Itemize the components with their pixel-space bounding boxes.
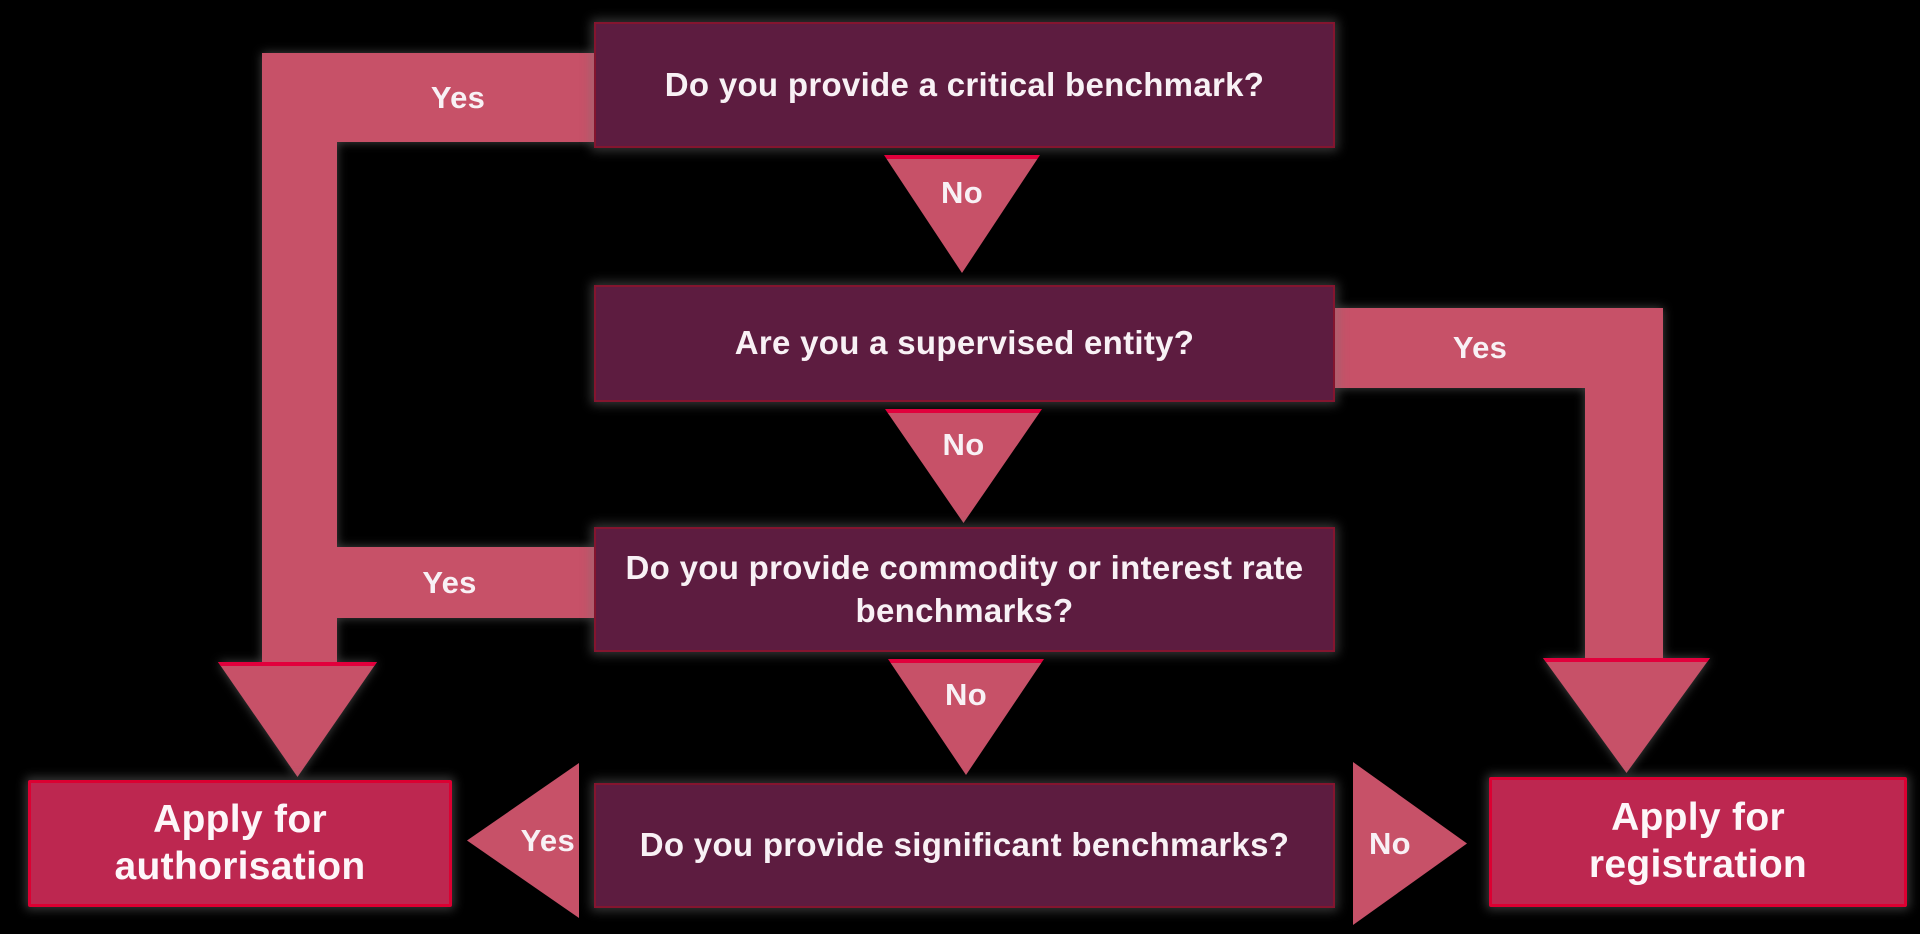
node-action-apply-for-authorisation: Apply for authorisation — [28, 780, 452, 907]
node-question-commodity-interest-rate-label: Do you provide commodity or interest rat… — [625, 549, 1304, 629]
edge-q1-no-label: No — [941, 175, 983, 210]
edge-q1-yes-segment-horizontal: Yes — [262, 53, 594, 142]
edge-q4-yes-label: Yes — [520, 822, 575, 858]
node-question-supervised-entity: Are you a supervised entity? — [594, 285, 1335, 402]
edge-q4-no-label: No — [1369, 825, 1411, 861]
edge-q2-yes-segment-vertical — [1585, 308, 1663, 658]
edge-q1-yes-segment-vertical — [262, 53, 337, 662]
node-question-critical-benchmark: Do you provide a critical benchmark? — [594, 22, 1335, 148]
node-action-apply-for-authorisation-label: Apply for authorisation — [114, 797, 366, 888]
edge-q4-yes-arrowhead-icon: Yes — [467, 763, 579, 918]
node-question-significant-benchmarks-label: Do you provide significant benchmarks? — [639, 826, 1290, 864]
edge-q2-yes-segment-horizontal: Yes — [1335, 308, 1663, 388]
node-question-supervised-entity-label: Are you a supervised entity? — [734, 324, 1195, 362]
edge-q2-yes-label: Yes — [1452, 330, 1508, 365]
edge-q2-no-label: No — [942, 427, 985, 462]
edge-q3-no-label: No — [945, 677, 987, 712]
node-question-critical-benchmark-label: Do you provide a critical benchmark? — [664, 65, 1265, 103]
node-action-apply-for-registration: Apply for registration — [1489, 777, 1907, 907]
edge-q1-yes-label: Yes — [430, 79, 486, 115]
edge-q3-yes-segment-horizontal: Yes — [337, 547, 594, 618]
node-question-significant-benchmarks: Do you provide significant benchmarks? — [594, 783, 1335, 908]
edge-q3-yes-label: Yes — [422, 564, 477, 600]
edge-q1-yes-arrowhead-icon — [218, 662, 377, 777]
node-action-apply-for-registration-label: Apply for registration — [1588, 796, 1808, 886]
node-question-commodity-interest-rate: Do you provide commodity or interest rat… — [594, 527, 1335, 652]
edge-q4-no-arrowhead-icon: No — [1353, 762, 1467, 925]
edge-q2-no-arrowhead-icon: No — [885, 409, 1042, 523]
edge-q3-no-arrowhead-icon: No — [888, 659, 1044, 775]
edge-q2-yes-arrowhead-icon — [1543, 658, 1710, 773]
edge-q1-no-arrowhead-icon: No — [884, 155, 1040, 273]
